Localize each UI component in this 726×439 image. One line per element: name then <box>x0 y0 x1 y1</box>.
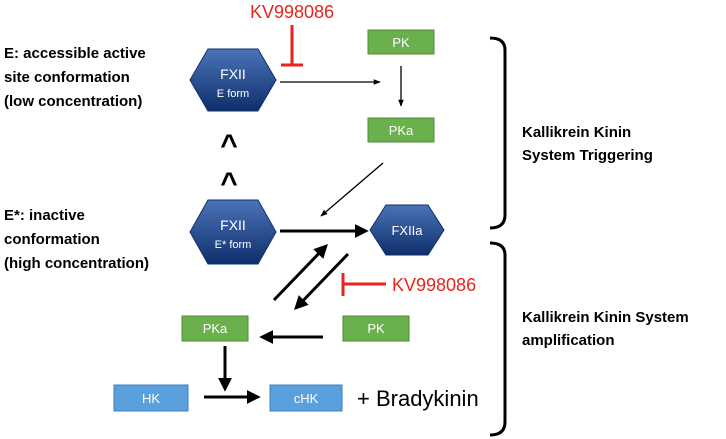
equilibrium-caret-upper: ^ <box>220 129 238 162</box>
arrow-pka-to-fxiia <box>320 162 384 217</box>
bradykinin-label: + Bradykinin <box>357 386 479 411</box>
pk-bottom-node: PK <box>342 315 410 342</box>
arrow-pka-to-fxiia-loop <box>272 243 328 302</box>
bracket-amplification <box>489 241 507 437</box>
arrow-fxiia-to-pka-loop <box>294 252 350 311</box>
pk-top-node: PK <box>367 29 435 55</box>
chk-node: cHK <box>269 384 343 412</box>
fxiia-node: FXIIa <box>369 204 445 256</box>
inhibitor-label-bottom: KV998086 <box>392 275 476 295</box>
amplification-label: Kallikrein Kinin System amplification <box>522 309 693 349</box>
fxii-e-form-node: FXII E form <box>189 48 277 112</box>
equilibrium-caret-lower: ^ <box>220 167 238 200</box>
e-state-label: E: accessible active site conformation (… <box>4 45 150 110</box>
e-star-state-label: E*: inactive conformation (high concentr… <box>4 207 149 272</box>
pka-top-label: PKa <box>389 123 414 138</box>
fxii-e-star-title: FXII <box>220 217 246 233</box>
inhibitor-bar-bottom <box>341 273 386 296</box>
inhibitor-label-top: KV998086 <box>250 2 334 22</box>
pka-top-node: PKa <box>367 117 435 143</box>
bracket-triggering <box>489 36 507 230</box>
pka-bottom-label: PKa <box>203 321 228 336</box>
pka-bottom-node: PKa <box>181 315 249 342</box>
fxii-e-subtitle: E form <box>217 88 249 100</box>
chk-label: cHK <box>294 391 319 406</box>
hk-label: HK <box>142 391 160 406</box>
hk-node: HK <box>113 384 189 412</box>
fxii-e-star-form-node: FXII E* form <box>189 199 277 265</box>
pk-bottom-label: PK <box>367 321 385 336</box>
triggering-label: Kallikrein Kinin System Triggering <box>522 124 653 164</box>
fxii-e-title: FXII <box>220 66 246 82</box>
fxiia-title: FXIIa <box>391 223 423 238</box>
inhibitor-bar-top <box>281 25 303 67</box>
pk-top-label: PK <box>392 35 410 50</box>
fxii-e-star-subtitle: E* form <box>215 239 252 251</box>
